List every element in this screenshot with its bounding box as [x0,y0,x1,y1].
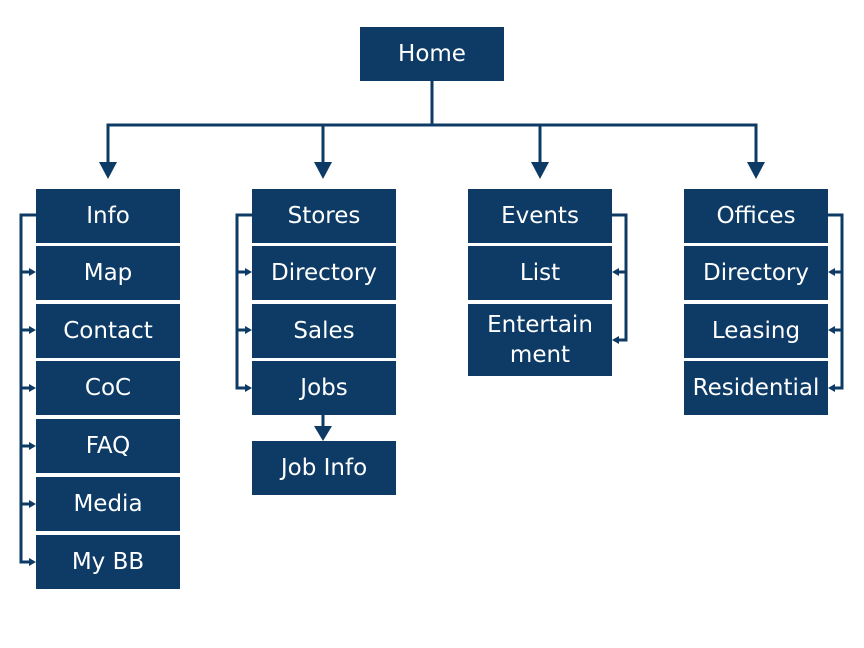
info-child-my-bb: My BB [36,535,180,589]
stores-child-label: Jobs [300,375,348,401]
jobs-child-label: Job Info [280,455,368,481]
info-child-label: CoC [84,375,132,401]
info-child-label: My BB [71,549,145,575]
info-child-contact: Contact [36,304,180,358]
stores-child-label: Sales [293,318,355,344]
offices-node: Offices [684,189,828,243]
offices-label: Offices [716,203,796,229]
offices-child-residential: Residential [684,361,828,415]
home-node: Home [360,27,504,81]
events-child-label: Entertain ment [487,312,593,368]
info-child-coc: CoC [36,361,180,415]
info-child-media: Media [36,477,180,531]
events-label: Events [501,203,579,229]
info-child-label: FAQ [85,433,131,459]
offices-child-leasing: Leasing [684,304,828,358]
offices-child-label: Directory [702,260,809,286]
offices-child-label: Leasing [711,318,801,344]
home-label: Home [398,41,466,67]
info-child-map: Map [36,246,180,300]
offices-child-label: Residential [692,375,820,401]
stores-child-label: Directory [270,260,377,286]
info-node: Info [36,189,180,243]
stores-label: Stores [287,203,361,229]
stores-node: Stores [252,189,396,243]
info-child-faq: FAQ [36,419,180,473]
jobs-child-job-info: Job Info [252,441,396,495]
events-node: Events [468,189,612,243]
info-child-label: Contact [63,318,153,344]
events-child-label: List [519,260,561,286]
stores-child-directory: Directory [252,246,396,300]
info-label: Info [86,203,130,229]
stores-child-sales: Sales [252,304,396,358]
stores-child-jobs: Jobs [252,361,396,415]
events-child-list: List [468,246,612,300]
events-child-entertainment: Entertain ment [468,304,612,376]
offices-child-directory: Directory [684,246,828,300]
info-child-label: Media [73,491,143,517]
info-child-label: Map [83,260,133,286]
